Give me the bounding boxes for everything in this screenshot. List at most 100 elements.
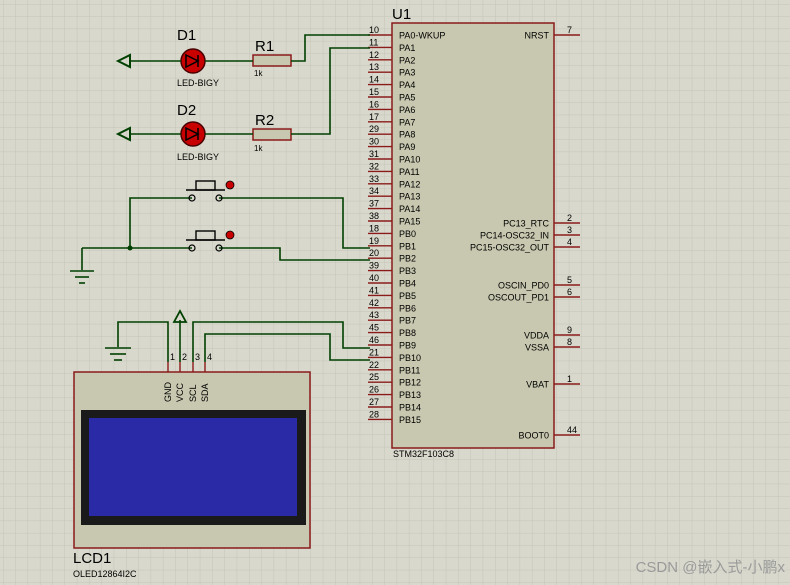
mcu-pin-number: 21 [369, 347, 379, 357]
mcu-pin-number: 34 [369, 186, 379, 196]
mcu-pin-name: PA8 [399, 130, 415, 140]
button-bottom[interactable] [182, 230, 235, 252]
mcu-u1[interactable]: U1 10PA0-WKUP11PA112PA213PA314PA415PA516… [368, 6, 580, 459]
button-top[interactable] [182, 180, 235, 202]
lcd-pin-number: 2 [182, 352, 187, 362]
mcu-pin-number: 6 [567, 287, 572, 297]
mcu-pin-name: PA11 [399, 167, 420, 177]
power-arrow-vcc [172, 309, 188, 323]
mcu-pin-number: 3 [567, 225, 572, 235]
mcu-pin-name: PB9 [399, 341, 416, 351]
mcu-pin-number: 27 [369, 397, 379, 407]
resistor-r1-body [252, 54, 292, 67]
mcu-pin-number: 39 [369, 261, 379, 271]
mcu-part-label: STM32F103C8 [393, 449, 454, 459]
led-d1-ref: D1 [177, 27, 196, 44]
lcd-ref-label: LCD1 [73, 550, 111, 567]
mcu-pin-name: PB0 [399, 229, 416, 239]
mcu-pin-name: PB14 [399, 403, 421, 413]
mcu-pin-number: 7 [567, 25, 572, 35]
mcu-pin-name: PB13 [399, 390, 421, 400]
mcu-pin-number: 29 [369, 124, 379, 134]
mcu-pin-number: 19 [369, 236, 379, 246]
mcu-pin-number: 18 [369, 223, 379, 233]
led-d2-group[interactable]: D2 LED-BIGY [177, 102, 219, 162]
led-d1-body [180, 48, 206, 74]
mcu-pin-name: BOOT0 [518, 431, 549, 441]
mcu-pin-number: 11 [369, 37, 378, 47]
mcu-pin-number: 13 [369, 62, 379, 72]
lcd-pin-name: SDA [200, 383, 210, 402]
mcu-pin-name: VBAT [526, 380, 549, 390]
mcu-pin-name: PC15-OSC32_OUT [470, 243, 550, 253]
mcu-pin-number: 38 [369, 211, 379, 221]
mcu-pin-name: PC13_RTC [503, 219, 549, 229]
mcu-pin-name: PB7 [399, 316, 416, 326]
led-d1-part: LED-BIGY [177, 78, 219, 88]
mcu-pin-number: 12 [369, 50, 379, 60]
mcu-ref-label: U1 [392, 6, 411, 23]
led-d2-body [180, 121, 206, 147]
mcu-left-pins: 10PA0-WKUP11PA112PA213PA314PA415PA516PA6… [368, 25, 445, 425]
resistor-r2-ref: R2 [255, 112, 274, 129]
mcu-pin-name: PA1 [399, 43, 415, 53]
mcu-pin-number: 16 [369, 99, 379, 109]
mcu-pin-name: PA13 [399, 192, 420, 202]
mcu-pin-name: PB15 [399, 415, 421, 425]
mcu-pin-number: 31 [369, 149, 379, 159]
mcu-pin-name: PB5 [399, 291, 416, 301]
mcu-pin-number: 42 [369, 298, 379, 308]
mcu-pin-name: VSSA [525, 343, 549, 353]
mcu-pin-number: 41 [369, 285, 379, 295]
mcu-pin-number: 20 [369, 248, 379, 258]
